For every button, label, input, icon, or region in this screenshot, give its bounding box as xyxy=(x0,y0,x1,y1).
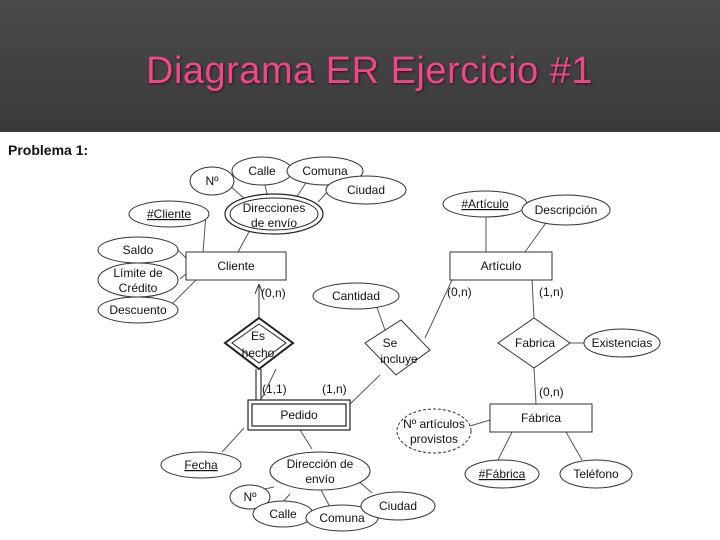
attribute-nro-label: Nº xyxy=(205,174,219,188)
cardinality-articulo-fabrica: (1,n) xyxy=(539,285,564,299)
attribute-descuento-label: Descuento xyxy=(109,303,167,317)
relationship-es-hecho-label-1: Es xyxy=(251,329,265,343)
entity-articulo: Artículo xyxy=(449,251,553,281)
attribute-direccion-envio: Dirección de envío xyxy=(269,451,371,491)
attribute-nro-articulos-provistos: Nº artículos provistos xyxy=(396,408,472,454)
attribute-ciudad-2: Ciudad xyxy=(360,491,436,521)
entity-fabrica-label: Fábrica xyxy=(521,411,561,425)
relationship-es-hecho: Es hecho xyxy=(223,316,295,371)
attribute-saldo: Saldo xyxy=(97,236,179,264)
attribute-direcciones-envio-label-1: Direcciones xyxy=(243,201,306,215)
cardinality-pedido-es-hecho: (1,1) xyxy=(262,382,287,396)
attribute-id-cliente-label: #Cliente xyxy=(147,207,191,221)
relationship-es-hecho-label-2: hecho xyxy=(242,346,275,360)
relationship-fabrica-label: Fabrica xyxy=(515,336,555,350)
entity-articulo-label: Artículo xyxy=(481,259,522,273)
attribute-nro: Nº xyxy=(189,166,235,196)
slide-header: Diagrama ER Ejercicio #1 xyxy=(0,0,720,132)
relationship-se-incluye-label-2: incluye xyxy=(380,352,418,366)
attribute-limite-credito-label-2: Crédito xyxy=(119,281,158,295)
attribute-descripcion: Descripción xyxy=(521,194,611,226)
attribute-direccion-envio-label-2: envío xyxy=(305,472,335,486)
problem-label: Problema 1: xyxy=(8,142,89,158)
relationship-se-incluye: Se incluye xyxy=(364,319,431,376)
attribute-telefono-label: Teléfono xyxy=(573,467,619,481)
attribute-id-fabrica-label: #Fábrica xyxy=(479,467,526,481)
cardinality-articulo-se-incluye: (0,n) xyxy=(447,285,472,299)
entity-cliente: Cliente xyxy=(185,251,287,281)
entity-cliente-label: Cliente xyxy=(217,259,255,273)
attribute-id-fabrica: #Fábrica xyxy=(464,459,540,489)
attribute-comuna-2: Comuna xyxy=(305,504,379,532)
relationship-se-incluye-label-1: Se xyxy=(383,336,398,350)
attribute-existencias-label: Existencias xyxy=(592,336,653,350)
diagram-canvas: Problema 1: xyxy=(0,132,720,540)
attribute-calle-2: Calle xyxy=(252,500,314,528)
attribute-direcciones-envio-label-2: de envío xyxy=(251,216,297,230)
attribute-ciudad-2-label: Ciudad xyxy=(379,499,417,513)
attribute-calle-label: Calle xyxy=(248,164,276,178)
attribute-nro-articulos-provistos-label-2: provistos xyxy=(410,432,458,446)
attribute-nro-articulos-provistos-label-1: Nº artículos xyxy=(403,417,465,431)
attribute-cantidad: Cantidad xyxy=(312,282,400,310)
attribute-descripcion-label: Descripción xyxy=(535,203,598,217)
attribute-limite-credito-label-1: Límite de xyxy=(113,266,163,280)
entity-pedido: Pedido xyxy=(247,399,351,431)
attribute-fecha-label: Fecha xyxy=(184,458,218,472)
attribute-comuna-label: Comuna xyxy=(302,164,348,178)
attribute-descuento: Descuento xyxy=(97,296,179,324)
attribute-nro-2-label: Nº xyxy=(243,490,257,504)
attribute-calle-2-label: Calle xyxy=(269,507,297,521)
entity-fabrica: Fábrica xyxy=(489,403,593,433)
attribute-existencias: Existencias xyxy=(583,328,661,358)
attribute-ciudad-label: Ciudad xyxy=(347,183,385,197)
attribute-comuna-2-label: Comuna xyxy=(319,511,365,525)
attribute-id-cliente: #Cliente xyxy=(128,200,210,228)
attribute-cantidad-label: Cantidad xyxy=(332,289,380,303)
er-diagram: Cliente Artículo Pedido Fábrica Es hecho… xyxy=(97,156,661,532)
cardinality-pedido-se-incluye: (1,n) xyxy=(322,382,347,396)
attribute-limite-credito: Límite de Crédito xyxy=(97,262,179,298)
attribute-fecha: Fecha xyxy=(160,451,242,479)
attribute-ciudad: Ciudad xyxy=(325,175,407,205)
attribute-direccion-envio-label-1: Dirección de xyxy=(287,457,354,471)
attribute-id-articulo-label: #Artículo xyxy=(461,197,509,211)
connector-lines xyxy=(171,171,585,508)
attribute-calle: Calle xyxy=(231,156,293,186)
cardinality-fabrica-fabrica: (0,n) xyxy=(539,385,564,399)
attribute-id-articulo: #Artículo xyxy=(442,190,528,218)
attribute-nro-2: Nº xyxy=(229,484,271,510)
attribute-direcciones-envio: Direcciones de envío xyxy=(224,193,324,235)
relationship-fabrica: Fabrica xyxy=(497,317,571,369)
attribute-telefono: Teléfono xyxy=(559,459,633,489)
cardinality-cliente-es-hecho: (0,n) xyxy=(261,286,286,300)
entity-pedido-label: Pedido xyxy=(280,408,318,422)
attribute-saldo-label: Saldo xyxy=(123,243,154,257)
slide-title: Diagrama ER Ejercicio #1 xyxy=(146,50,594,92)
